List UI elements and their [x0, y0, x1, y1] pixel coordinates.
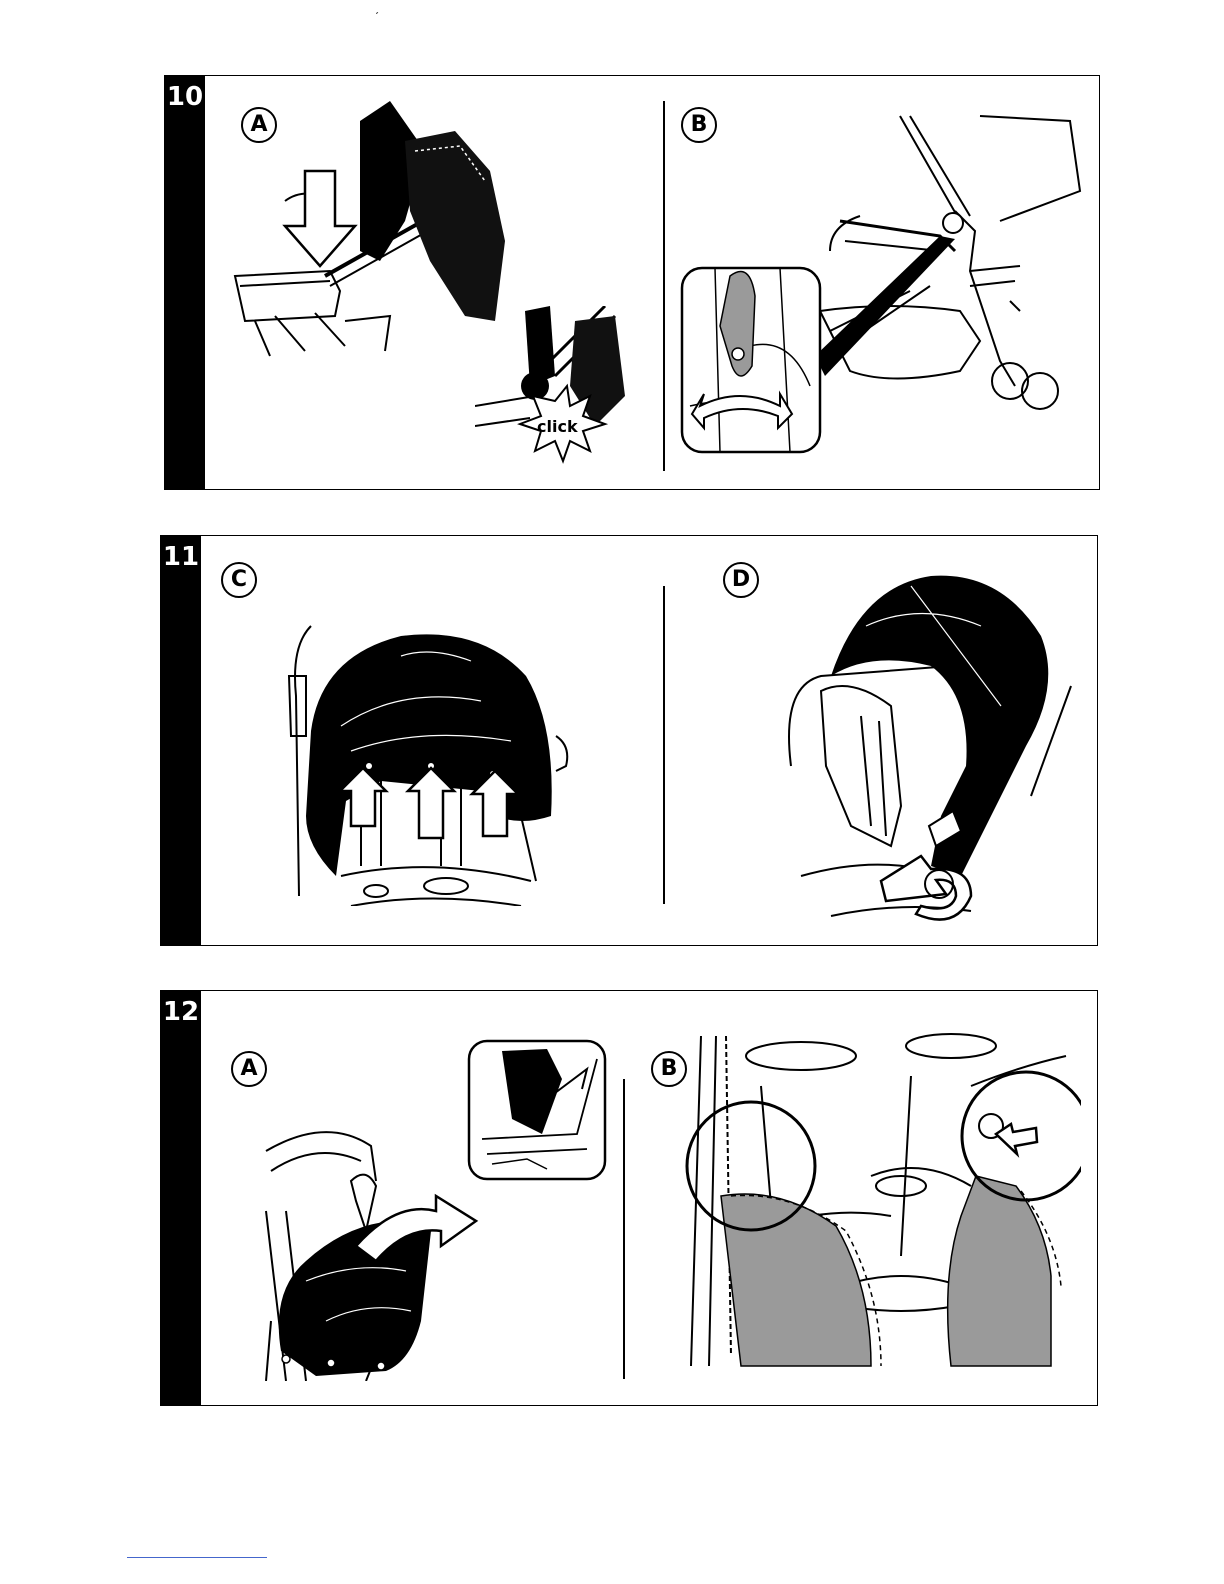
- panel-divider: [663, 586, 665, 904]
- footer-rule: [127, 1557, 267, 1558]
- step-panel-10: 10 A B click: [164, 75, 1100, 490]
- release-detail-inset: [680, 266, 825, 456]
- panel-divider: [623, 1079, 625, 1379]
- step-panel-12: 12 A B: [160, 990, 1098, 1406]
- sub-step-label: C: [221, 562, 257, 598]
- step-number: 10: [165, 82, 205, 112]
- click-callout: click: [537, 417, 578, 436]
- step-number: 11: [161, 542, 201, 572]
- step-bar: 12: [161, 991, 201, 1405]
- step-bar: 11: [161, 536, 201, 945]
- step-panel-11: 11 C D: [160, 535, 1098, 946]
- sub-step-label: A: [231, 1051, 267, 1087]
- sub-step-label: D: [723, 562, 759, 598]
- canopy-clip-detail-illustration: [671, 1026, 1081, 1386]
- canopy-fold-illustration: [256, 1121, 496, 1381]
- canopy-rear-illustration: [281, 616, 601, 906]
- step-bar: 10: [165, 76, 205, 489]
- step-number: 12: [161, 997, 201, 1027]
- canopy-side-illustration: [771, 566, 1081, 926]
- stray-mark: ˊ: [375, 10, 379, 24]
- click-detail-illustration: [475, 306, 635, 466]
